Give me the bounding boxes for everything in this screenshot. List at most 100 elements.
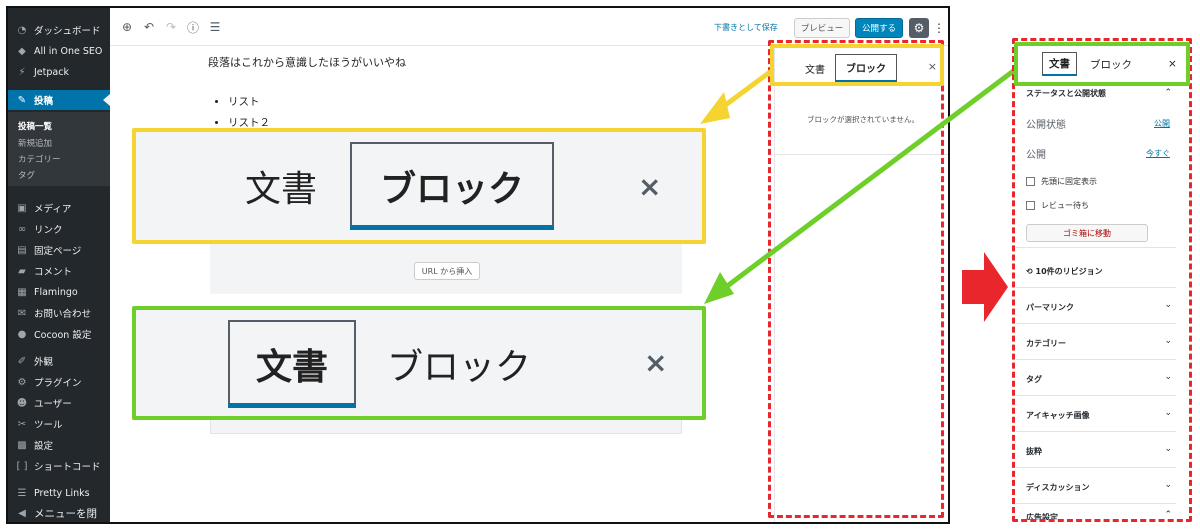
zoom-tab-block: ブロック bbox=[350, 142, 554, 230]
move-to-trash-button[interactable]: ゴミ箱に移動 bbox=[1026, 224, 1148, 242]
sidebar-item-users[interactable]: ☻ユーザー bbox=[8, 393, 110, 413]
ad-settings-section[interactable]: 広告設定 ⌃ bbox=[1016, 504, 1176, 520]
sidebar-item-cocoon[interactable]: ●Cocoon 設定 bbox=[8, 324, 110, 344]
chevron-down-icon[interactable]: ⌄ bbox=[1164, 444, 1172, 454]
zoom-document-tab-selected: 文書 ブロック × bbox=[136, 310, 702, 416]
flamingo-icon: ▦ bbox=[17, 286, 27, 298]
sidebar-item-dashboard[interactable]: ◔ダッシュボード bbox=[8, 20, 110, 40]
add-block-icon[interactable]: ⊕ bbox=[121, 20, 133, 34]
list-block[interactable]: リスト リスト２ bbox=[228, 94, 270, 136]
green-arrow-line bbox=[719, 63, 1023, 293]
sidebar-item-posts[interactable]: ✎投稿 bbox=[8, 90, 110, 110]
preview-button[interactable]: プレビュー bbox=[794, 18, 850, 38]
sticky-checkbox[interactable]: 先頭に固定表示 bbox=[1026, 176, 1097, 187]
chevron-up-icon[interactable]: ⌃ bbox=[1164, 510, 1172, 520]
section-title[interactable]: アイキャッチ画像 bbox=[1026, 411, 1090, 420]
close-icon[interactable]: × bbox=[927, 60, 937, 73]
sidebar-item-jetpack[interactable]: ⚡Jetpack bbox=[8, 62, 110, 82]
tags-section[interactable]: タグ ⌄ bbox=[1016, 360, 1176, 396]
sidebar-item-media[interactable]: ▣メディア bbox=[8, 198, 110, 218]
green-arrowhead bbox=[704, 272, 734, 304]
sidebar-item-flamingo[interactable]: ▦Flamingo bbox=[8, 282, 110, 302]
info-icon[interactable]: ⓘ bbox=[186, 20, 199, 35]
sidebar-item-label: All in One SEO bbox=[34, 45, 103, 57]
editor-screenshot: ◔ダッシュボード ◆All in One SEO ⚡Jetpack ✎投稿 投稿… bbox=[6, 6, 950, 524]
section-title[interactable]: カテゴリー bbox=[1026, 339, 1066, 348]
sidebar-item-settings[interactable]: ▩設定 bbox=[8, 435, 110, 455]
sidebar-item-label: メニューを閉 bbox=[34, 507, 97, 520]
featured-image-section[interactable]: アイキャッチ画像 ⌄ bbox=[1016, 396, 1176, 432]
red-highlight-settings bbox=[768, 40, 944, 518]
list-item: リスト bbox=[228, 94, 270, 109]
gear-icon[interactable]: ⚙ bbox=[909, 18, 929, 38]
submenu-all-posts[interactable]: 投稿一覧 bbox=[18, 122, 53, 132]
categories-section[interactable]: カテゴリー ⌄ bbox=[1016, 324, 1176, 360]
tab-block[interactable]: ブロック bbox=[1090, 58, 1132, 71]
permalink-section[interactable]: パーマリンク ⌄ bbox=[1016, 288, 1176, 324]
sidebar-item-label: ショートコード bbox=[34, 462, 101, 473]
paragraph-block[interactable]: 段落はこれから意識したほうがいいやね bbox=[208, 56, 406, 69]
green-callout-frame bbox=[132, 306, 706, 420]
close-icon[interactable]: × bbox=[1168, 58, 1177, 70]
chevron-down-icon[interactable]: ⌄ bbox=[1164, 372, 1172, 382]
more-options-icon[interactable]: ⋮ bbox=[933, 21, 945, 35]
revisions-row[interactable]: ⟲ 10件のリビジョン bbox=[1016, 254, 1176, 288]
zoom-close-icon: × bbox=[638, 170, 662, 203]
pending-checkbox[interactable]: レビュー待ち bbox=[1026, 200, 1089, 211]
checkbox-box[interactable] bbox=[1026, 201, 1035, 210]
insert-from-url-button[interactable]: URL から挿入 bbox=[414, 262, 480, 280]
sidebar-item-shortcode[interactable]: [ ]ショートコード bbox=[8, 456, 110, 476]
sidebar-item-tools[interactable]: ✂ツール bbox=[8, 414, 110, 434]
publish-button[interactable]: 公開する bbox=[855, 18, 903, 38]
sidebar-item-label: 設定 bbox=[34, 441, 54, 452]
submenu-add-new[interactable]: 新規追加 bbox=[18, 139, 53, 149]
sidebar-item-label: Jetpack bbox=[34, 66, 69, 78]
sidebar-item-seo[interactable]: ◆All in One SEO bbox=[8, 41, 110, 61]
sidebar-collapse[interactable]: ◀ メニューを閉 bbox=[8, 503, 110, 522]
outline-icon[interactable]: ☰ bbox=[209, 20, 221, 34]
redo-icon[interactable]: ↷ bbox=[165, 20, 177, 34]
zoom-tab-block: ブロック bbox=[386, 347, 531, 388]
chevron-down-icon[interactable]: ⌄ bbox=[1164, 408, 1172, 418]
chevron-down-icon[interactable]: ⌄ bbox=[1164, 336, 1172, 346]
section-title[interactable]: ディスカッション bbox=[1026, 483, 1090, 492]
submenu-tags[interactable]: タグ bbox=[18, 171, 36, 181]
discussion-section[interactable]: ディスカッション ⌄ bbox=[1016, 468, 1176, 504]
sidebar-item-label: Pretty Links bbox=[34, 487, 90, 499]
sidebar-item-label: 固定ページ bbox=[34, 246, 82, 257]
visibility-link[interactable]: 公開 bbox=[1154, 119, 1170, 128]
visibility-label: 公開状態 bbox=[1026, 120, 1066, 131]
tab-document[interactable]: 文書 bbox=[805, 64, 825, 76]
section-title[interactable]: 抜粋 bbox=[1026, 447, 1042, 456]
section-title[interactable]: タグ bbox=[1026, 375, 1042, 384]
tab-document[interactable]: 文書 bbox=[1042, 52, 1077, 76]
pin-icon: ✎ bbox=[17, 94, 27, 106]
submenu-categories[interactable]: カテゴリー bbox=[18, 155, 61, 165]
sidebar-item-pages[interactable]: ▤固定ページ bbox=[8, 240, 110, 260]
sidebar-item-label: ユーザー bbox=[34, 399, 72, 410]
sidebar-item-comments[interactable]: ▰コメント bbox=[8, 261, 110, 281]
section-title[interactable]: パーマリンク bbox=[1026, 303, 1074, 312]
chevron-up-icon[interactable]: ⌃ bbox=[1164, 88, 1172, 98]
chevron-down-icon[interactable]: ⌄ bbox=[1164, 480, 1172, 490]
sidebar-item-plugins[interactable]: ⚙プラグイン bbox=[8, 372, 110, 392]
sidebar-item-appearance[interactable]: ✐外観 bbox=[8, 351, 110, 371]
sidebar-item-pretty-links[interactable]: ☰Pretty Links bbox=[8, 483, 110, 503]
sidebar-item-label: コメント bbox=[34, 267, 73, 278]
sidebar-item-links[interactable]: ∞リンク bbox=[8, 219, 110, 239]
excerpt-section[interactable]: 抜粋 ⌄ bbox=[1016, 432, 1176, 468]
chevron-down-icon[interactable]: ⌄ bbox=[1164, 300, 1172, 310]
revisions-link[interactable]: ⟲ 10件のリビジョン bbox=[1026, 266, 1103, 277]
section-title[interactable]: ステータスと公開状態 bbox=[1026, 89, 1106, 98]
checkbox-box[interactable] bbox=[1026, 177, 1035, 186]
undo-icon[interactable]: ↶ bbox=[143, 20, 155, 34]
editor-toolbar: ⊕ ↶ ↷ ⓘ ☰ 下書きとして保存 プレビュー 公開する ⚙ ⋮ bbox=[110, 8, 948, 46]
sidebar-item-contact[interactable]: ✉お問い合わせ bbox=[8, 303, 110, 323]
tab-block[interactable]: ブロック bbox=[835, 54, 897, 82]
save-draft-link[interactable]: 下書きとして保存 bbox=[714, 23, 778, 32]
section-title[interactable]: 広告設定 bbox=[1026, 513, 1058, 520]
collapse-icon: ◀ bbox=[18, 507, 26, 519]
plugin-icon: ⚙ bbox=[17, 376, 27, 388]
publish-date-link[interactable]: 今すぐ bbox=[1146, 149, 1170, 158]
